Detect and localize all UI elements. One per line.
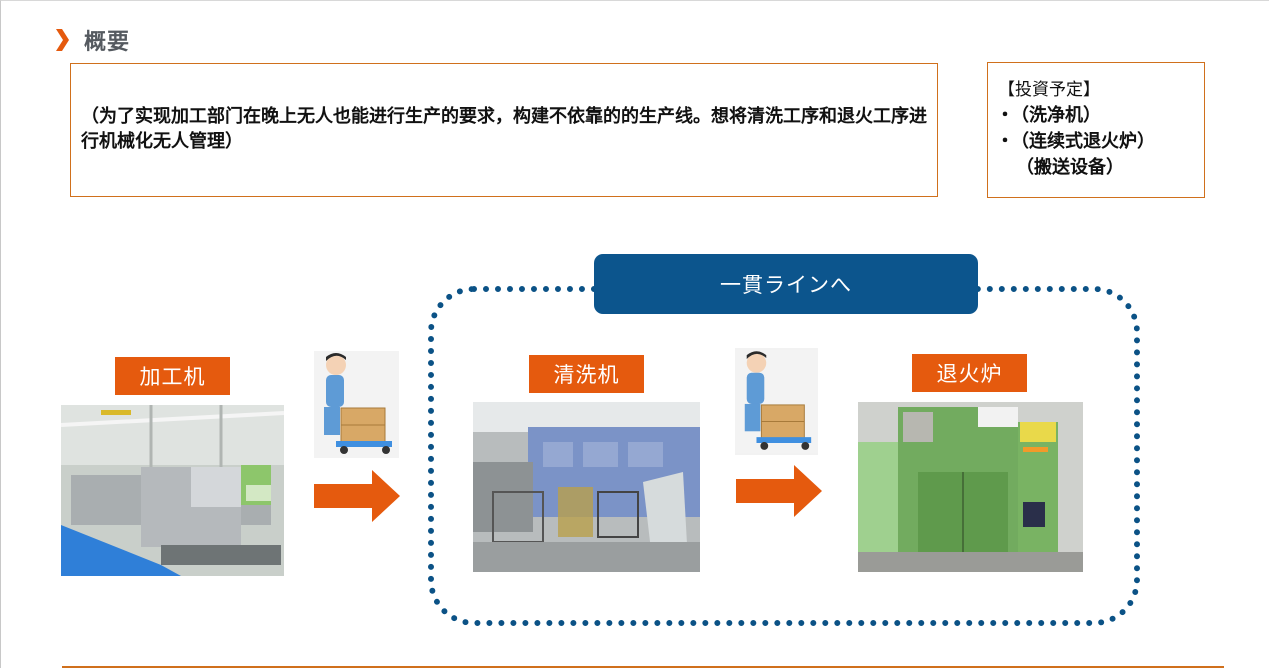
investment-sub-item: （搬送设备）	[1016, 157, 1124, 178]
investment-item: ・（洗净机）	[996, 105, 1101, 126]
investment-item: ・（连续式退火炉）	[996, 131, 1155, 152]
station-label-annealing: 退火炉	[912, 354, 1027, 392]
worker-with-cart-icon	[735, 348, 818, 455]
investment-title: 【投資予定】	[998, 80, 1100, 100]
footer-divider	[62, 666, 1224, 668]
machining-machine-photo	[61, 405, 284, 576]
page-title: 概要	[84, 30, 131, 55]
chevron-right-icon	[56, 29, 69, 51]
right-arrow-icon	[314, 470, 400, 522]
integrated-line-banner: 一貫ラインへ	[594, 254, 978, 314]
section-header: 概要	[54, 24, 130, 56]
station-label-machining: 加工机	[115, 357, 230, 395]
washing-machine-photo	[473, 402, 700, 572]
summary-box: （为了实现加工部门在晚上无人也能进行生产的要求，构建不依靠的的生产线。想将清洗工…	[70, 63, 938, 197]
annealing-furnace-photo	[858, 402, 1083, 572]
summary-text: （为了实现加工部门在晚上无人也能进行生产的要求，构建不依靠的的生产线。想将清洗工…	[81, 106, 927, 152]
station-label-washing: 清洗机	[529, 355, 644, 393]
worker-with-cart-icon	[314, 351, 399, 458]
investment-plan-box: 【投資予定】 ・（洗净机） ・（连续式退火炉） （搬送设备）	[987, 62, 1205, 198]
right-arrow-icon	[736, 465, 822, 517]
